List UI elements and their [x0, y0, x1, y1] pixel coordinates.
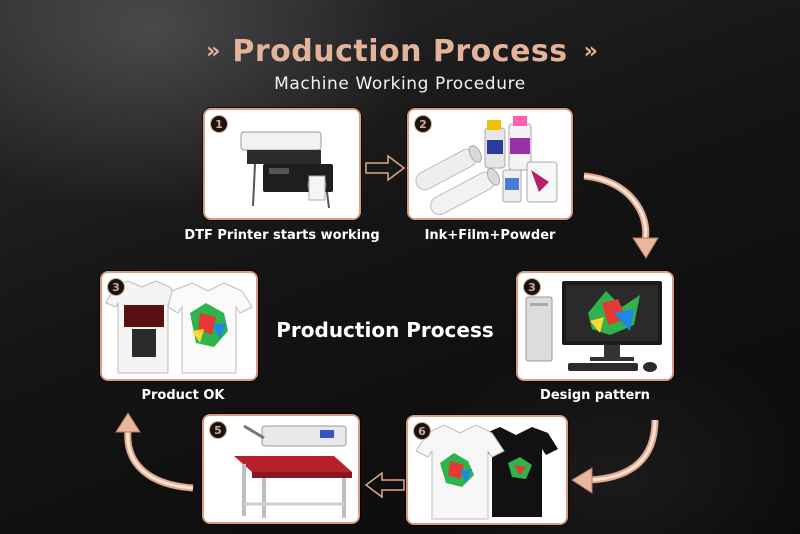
step-card-ink-film-powder: 2 [407, 108, 573, 220]
step-card-product-ok: 3 [100, 271, 258, 381]
step-badge: 6 [413, 422, 431, 440]
step-caption: Ink+Film+Powder [424, 228, 556, 243]
step-caption: Product OK [141, 388, 225, 403]
step-caption: Design pattern [540, 388, 650, 403]
center-label: Production Process [276, 318, 494, 342]
arrow-right-icon [365, 154, 406, 182]
step-card-design-pattern: 3 [516, 271, 674, 381]
page-title: Production Process [232, 34, 568, 69]
step-badge: 2 [414, 115, 432, 133]
step-badge: 3 [107, 278, 125, 296]
ink-film-powder-icon [409, 110, 571, 218]
step-badge: 3 [523, 278, 541, 296]
curved-arrow-up-icon [115, 412, 194, 492]
page-subtitle: Machine Working Procedure [274, 74, 526, 94]
curved-arrow-down-left-icon [571, 419, 659, 494]
step-badge: 1 [210, 115, 228, 133]
arrow-left-icon [364, 471, 405, 499]
curved-arrow-down-icon [583, 172, 659, 259]
heat-press-icon [204, 416, 358, 522]
computer-design-icon [518, 273, 672, 379]
step-caption: DTF Printer starts working [184, 228, 380, 243]
finished-tshirts-icon [102, 273, 256, 379]
printed-tshirts-icon [408, 417, 566, 523]
step-badge: 5 [209, 421, 227, 439]
step-card-dtf-printer: 1 [203, 108, 361, 220]
dtf-printer-icon [205, 110, 359, 218]
step-card-heat-press: 5 [202, 414, 360, 524]
step-card-printed-tshirts: 6 [406, 415, 568, 525]
header: » Production Process » [0, 34, 800, 69]
